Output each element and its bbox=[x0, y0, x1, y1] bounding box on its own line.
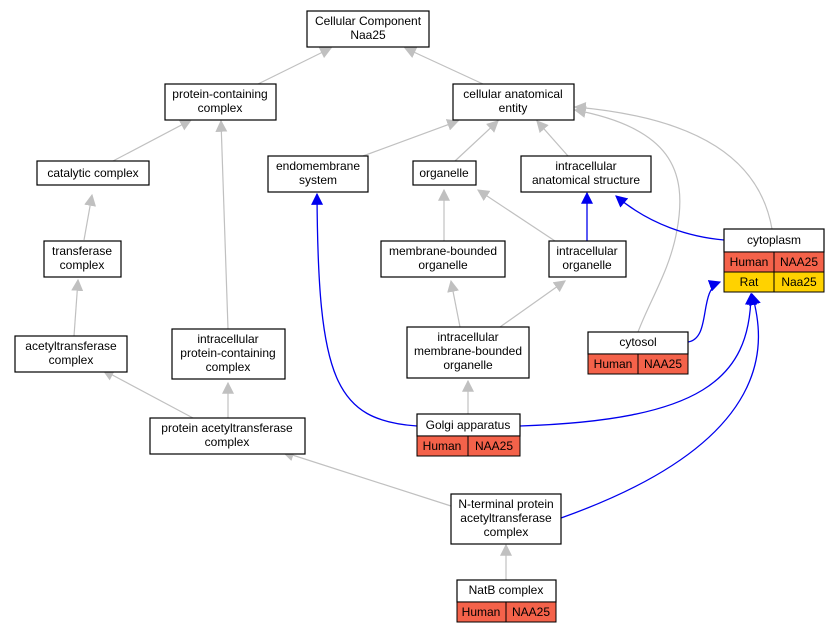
node-catalytic-complex[interactable]: catalytic complex bbox=[36, 160, 150, 186]
node-label-line: intracellular bbox=[556, 244, 617, 258]
species-label: Human bbox=[594, 357, 633, 371]
gene-label: NAA25 bbox=[475, 439, 513, 453]
node-label-line: complex bbox=[205, 435, 250, 449]
gene-cell bbox=[505, 601, 557, 623]
node-label-line: organelle bbox=[443, 358, 493, 372]
node-label-line: Naa25 bbox=[350, 28, 386, 42]
node-acetyltransferase-complex[interactable]: acetyltransferase complex bbox=[14, 335, 128, 373]
node-label-line: complex bbox=[60, 258, 105, 272]
node-label-line: organelle bbox=[419, 166, 469, 180]
edge-organelle-cae bbox=[454, 120, 499, 162]
node-label-line: cytoplasm bbox=[747, 233, 801, 247]
nodes: Cellular Component Naa25 protein-contain… bbox=[14, 10, 825, 623]
edge-ias-cae bbox=[536, 120, 569, 157]
node-cytoplasm[interactable]: cytoplasm Human NAA25 Rat Naa25 bbox=[723, 228, 825, 293]
node-intracellular-anatomical-structure[interactable]: intracellular anatomical structure bbox=[520, 155, 652, 193]
edge-imbo-mbo bbox=[447, 279, 461, 328]
edge-acetyl-transferase bbox=[71, 278, 84, 337]
node-intracellular-membrane-bounded-organelle[interactable]: intracellular membrane-bounded organelle bbox=[406, 326, 530, 379]
node-label-line: N-terminal protein bbox=[458, 497, 553, 511]
gene-label: NAA25 bbox=[644, 357, 682, 371]
node-intracellular-organelle[interactable]: intracellular organelle bbox=[548, 240, 627, 278]
part-of-edges bbox=[311, 191, 761, 519]
node-label-line: intracellular bbox=[437, 330, 498, 344]
node-label-line: acetyltransferase bbox=[460, 511, 552, 525]
node-label-line: transferase bbox=[52, 244, 112, 258]
node-label-line: intracellular bbox=[555, 159, 616, 173]
node-intracellular-protein-containing-complex[interactable]: intracellular protein-containing complex bbox=[171, 328, 286, 380]
node-label-line: protein acetyltransferase bbox=[161, 421, 293, 435]
edge-catalytic-pcc bbox=[112, 119, 193, 162]
node-label-line: cellular anatomical bbox=[463, 87, 562, 101]
node-cytosol[interactable]: cytosol Human NAA25 bbox=[587, 331, 689, 375]
edge-cae-root bbox=[403, 47, 484, 85]
edge-cytoplasm-cae bbox=[573, 101, 773, 230]
species-label: Human bbox=[730, 255, 769, 269]
edge-imbo-intraorg bbox=[499, 280, 566, 328]
node-natb-complex[interactable]: NatB complex Human NAA25 bbox=[456, 579, 557, 623]
species-label: Human bbox=[423, 439, 462, 453]
node-label-line: protein-containing bbox=[172, 87, 267, 101]
node-label-line: complex bbox=[49, 353, 94, 367]
node-label-line: cytosol bbox=[619, 335, 656, 349]
edge-pac-acetyl bbox=[101, 369, 194, 419]
node-label-line: Golgi apparatus bbox=[426, 418, 511, 432]
node-label-line: acetyltransferase bbox=[25, 339, 117, 353]
node-label-line: intracellular bbox=[197, 332, 258, 346]
edge-ntpac-cytoplasm bbox=[560, 292, 761, 519]
node-membrane-bounded-organelle[interactable]: membrane-bounded organelle bbox=[380, 240, 506, 278]
node-golgi-apparatus[interactable]: Golgi apparatus Human NAA25 bbox=[416, 413, 521, 457]
node-label-line: complex bbox=[198, 101, 243, 115]
node-label-line: anatomical structure bbox=[532, 173, 640, 187]
species-label: Human bbox=[462, 605, 501, 619]
node-protein-containing-complex[interactable]: protein-containing complex bbox=[164, 83, 277, 121]
node-label-line: complex bbox=[206, 360, 251, 374]
node-protein-acetyltransferase-complex[interactable]: protein acetyltransferase complex bbox=[149, 417, 306, 455]
is-a-edges bbox=[71, 47, 773, 580]
node-label-line: organelle bbox=[562, 258, 612, 272]
node-label-line: membrane-bounded bbox=[414, 344, 522, 358]
node-label-line: membrane-bounded bbox=[389, 244, 497, 258]
edge-pcc-root bbox=[257, 47, 333, 85]
gene-label: NAA25 bbox=[512, 605, 550, 619]
node-label-line: complex bbox=[484, 525, 529, 539]
node-label-line: Cellular Component bbox=[315, 14, 422, 28]
gene-cell bbox=[773, 271, 825, 293]
node-transferase-complex[interactable]: transferase complex bbox=[43, 240, 122, 278]
node-organelle[interactable]: organelle bbox=[412, 160, 477, 186]
node-label-line: organelle bbox=[418, 258, 468, 272]
species-label: Rat bbox=[740, 275, 759, 289]
edge-cytosol-cytoplasm bbox=[687, 280, 722, 343]
edge-golgi-endomembrane bbox=[311, 192, 418, 427]
edge-ntpac-pac bbox=[281, 449, 452, 507]
node-cellular-anatomical-entity[interactable]: cellular anatomical entity bbox=[452, 83, 575, 121]
edge-endomembrane-cae bbox=[362, 119, 460, 157]
gene-cell bbox=[637, 353, 689, 375]
edge-cytoplasm-ias bbox=[615, 195, 725, 241]
node-label-line: endomembrane bbox=[276, 159, 360, 173]
node-endomembrane-system[interactable]: endomembrane system bbox=[267, 155, 369, 193]
node-cellular-component[interactable]: Cellular Component Naa25 bbox=[306, 10, 430, 48]
node-label-line: protein-containing bbox=[180, 346, 275, 360]
node-label-line: NatB complex bbox=[469, 583, 544, 597]
gene-cell bbox=[467, 435, 521, 457]
node-label-line: catalytic complex bbox=[47, 166, 138, 180]
node-label-line: entity bbox=[499, 101, 528, 115]
edge-intraorg-organelle bbox=[476, 189, 556, 242]
edge-transferase-catalytic bbox=[83, 193, 97, 241]
node-label-line: system bbox=[299, 173, 337, 187]
gene-label: Naa25 bbox=[781, 275, 817, 289]
edge-golgi-cytoplasm bbox=[519, 292, 757, 427]
node-n-terminal-protein-acetyltransferase-complex[interactable]: N-terminal protein acetyltransferase com… bbox=[450, 493, 562, 545]
gene-label: NAA25 bbox=[780, 255, 818, 269]
edge-cytosol-cae bbox=[573, 106, 681, 333]
edge-ipcc-pcc bbox=[215, 119, 229, 330]
